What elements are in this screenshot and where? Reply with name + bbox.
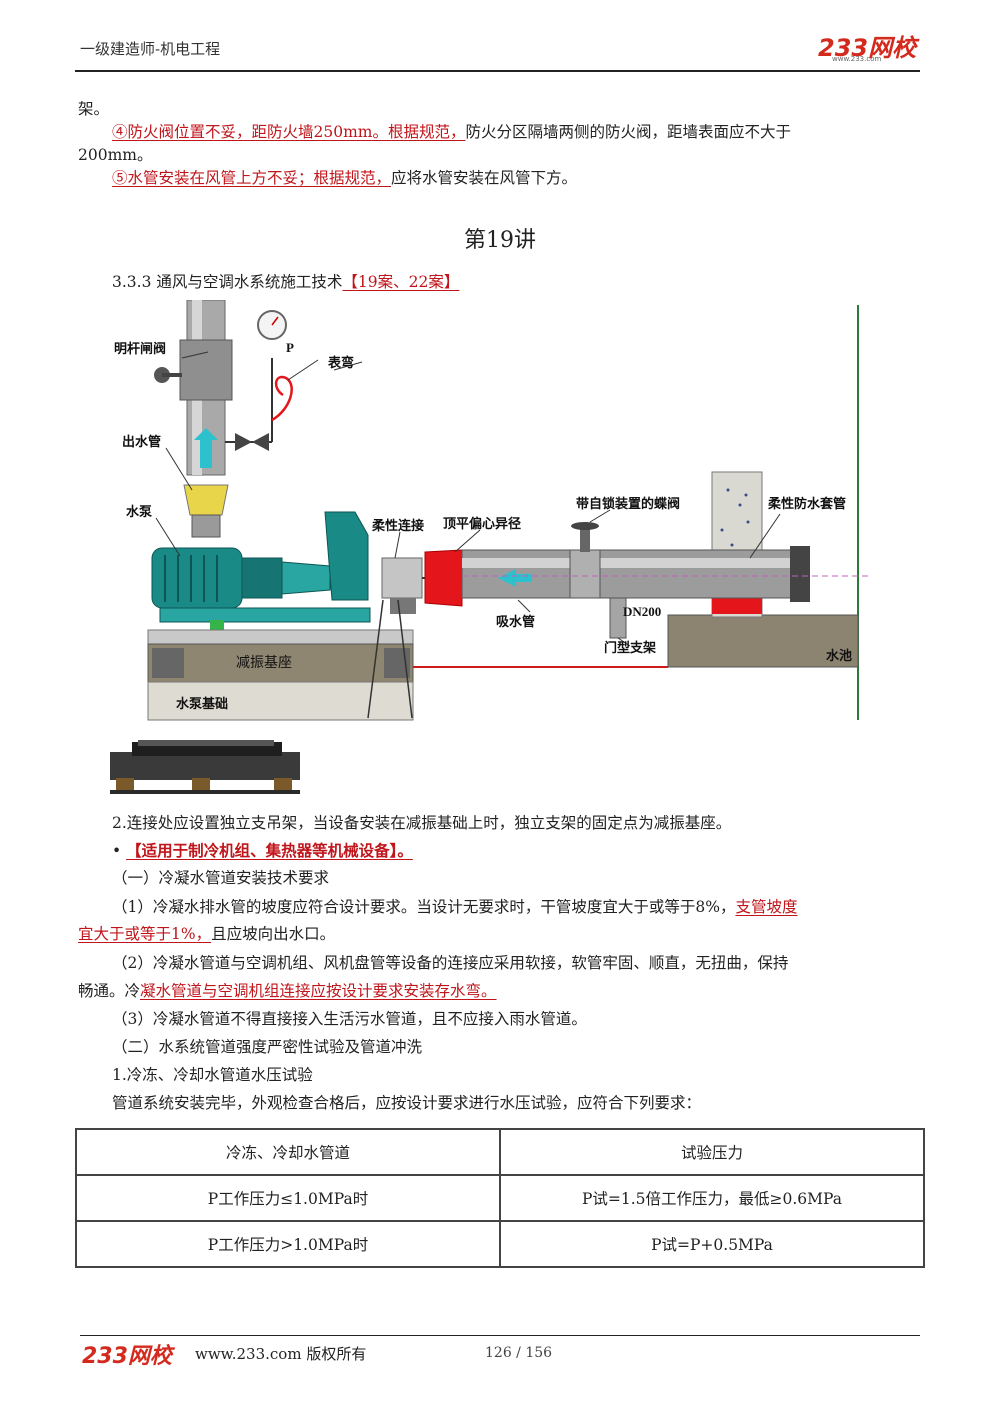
condensate-1-marked-2: 宜大于或等于1%，	[78, 925, 212, 943]
header-rule	[75, 70, 920, 72]
table-header-pressure: 试验压力	[499, 1128, 925, 1176]
page-number: 126 / 156	[485, 1345, 553, 1361]
table-cell: P试=1.5倍工作压力，最低≥0.6MPa	[499, 1174, 925, 1222]
lecture-title: 第19讲	[464, 228, 536, 253]
label-waterproof-sleeve: 柔性防水套管	[767, 496, 846, 511]
label-gate-support: 门型支架	[604, 640, 656, 655]
test-intro: 管道系统安装完毕，外观检查合格后，应按设计要求进行水压试验，应符合下列要求：	[112, 1094, 702, 1112]
footer-logo: 233网校	[82, 1344, 172, 1369]
item4-rest: 防火分区隔墙两侧的防火阀，距墙表面应不大于	[465, 123, 791, 141]
label-flex-connection: 柔性连接	[371, 518, 424, 533]
label-gauge: P	[286, 340, 294, 355]
section-tag: 【19案、22案】	[342, 273, 460, 291]
label-gate-valve: 明杆闸阀	[114, 341, 166, 356]
table-cell: P工作压力≤1.0MPa时	[75, 1174, 501, 1222]
table-row: P工作压力>1.0MPa时 P试=P+0.5MPa	[75, 1220, 925, 1268]
label-butterfly-valve: 带自锁装置的蝶阀	[576, 496, 680, 511]
condensate-2-line1: （2）冷凝水管道与空调机组、风机盘管等设备的连接应采用软接，软管牢固、顺直，无扭…	[112, 954, 789, 972]
section-heading: 3.3.3 通风与空调水系统施工技术【19案、22案】	[112, 270, 459, 294]
table-cell: P工作压力>1.0MPa时	[75, 1220, 501, 1268]
item5-line: ⑤水管安装在风管上方不妥；根据规范，应将水管安装在风管下方。	[112, 166, 577, 190]
label-pump: 水泵	[126, 504, 152, 519]
para-support: 2.连接处应设置独立支吊架，当设备安装在减振基础上时，独立支架的固定点为减振基座…	[112, 814, 732, 832]
item4-marked: ④防火阀位置不妥，距防火墙250mm。根据规范，	[112, 123, 466, 141]
pressure-test-table: 冷冻、冷却水管道 试验压力 P工作压力≤1.0MPa时 P试=1.5倍工作压力，…	[75, 1128, 925, 1268]
condensate-2-line2: 畅通。冷凝水管道与空调机组连接应按设计要求安装存水弯。	[78, 979, 497, 1003]
condensate-1-tail: 且应坡向出水口。	[211, 925, 336, 943]
condensate-1-marked: 支管坡度	[735, 898, 798, 916]
label-pool: 水池	[826, 648, 852, 663]
header-logo-url: www.233.com	[832, 55, 882, 63]
footer-rule	[80, 1335, 920, 1336]
label-suction-pipe: 吸水管	[496, 614, 535, 629]
damping-base-photo	[110, 740, 300, 794]
section-title: 通风与空调水系统施工技术	[156, 273, 343, 291]
condensate-2-text: 畅通。冷	[78, 982, 141, 1000]
header-logo: 233网校	[818, 34, 917, 62]
condensate-1-line2: 宜大于或等于1%，且应坡向出水口。	[78, 922, 335, 946]
table-row: P工作压力≤1.0MPa时 P试=1.5倍工作压力，最低≥0.6MPa	[75, 1174, 925, 1222]
footer-copyright: www.233.com 版权所有	[195, 1345, 367, 1363]
bullet-text: 【适用于制冷机组、集热器等机械设备】。	[126, 841, 413, 860]
condensate-2-marked: 凝水管道与空调机组连接应按设计要求安装存水弯。	[140, 982, 497, 1000]
subsection-condensate: （一）冷凝水管道安装技术要求	[112, 869, 330, 887]
header-title: 一级建造师-机电工程	[80, 40, 221, 58]
table-header-row: 冷冻、冷却水管道 试验压力	[75, 1128, 925, 1176]
table-cell: P试=P+0.5MPa	[499, 1220, 925, 1268]
label-eccentric-reducer: 顶平偏心异径	[443, 516, 521, 531]
item5-rest: 应将水管安装在风管下方。	[391, 169, 578, 187]
item5-marked: ⑤水管安装在风管上方不妥；根据规范，	[112, 169, 392, 187]
bullet-line: • 【适用于制冷机组、集热器等机械设备】。	[112, 839, 413, 863]
condensate-3: （3）冷凝水管道不得直接接入生活污水管道，且不应接入雨水管道。	[112, 1010, 587, 1028]
item4-line2: 200mm。	[78, 146, 153, 164]
table-header-pipe: 冷冻、冷却水管道	[75, 1128, 501, 1176]
intro-tail: 架。	[78, 100, 110, 118]
label-pump-foundation: 水泵基础	[176, 696, 228, 711]
condensate-1-line1: （1）冷凝水排水管的坡度应符合设计要求。当设计无要求时，干管坡度宜大于或等于8%…	[112, 895, 797, 919]
subsection-pressure-test: （二）水系统管道强度严密性试验及管道冲洗	[112, 1038, 423, 1056]
section-number: 3.3.3	[112, 273, 152, 291]
item4-line1: ④防火阀位置不妥，距防火墙250mm。根据规范，防火分区隔墙两侧的防火阀，距墙表…	[112, 120, 791, 144]
label-dn200: DN200	[623, 604, 661, 619]
label-damping-base: 减振基座	[236, 654, 292, 670]
bullet-mark: •	[112, 842, 122, 860]
label-outlet-pipe: 出水管	[122, 434, 161, 449]
pump-installation-diagram: 明杆闸阀 P 表弯 出水管 水泵 柔性连接 顶平偏心异径 带自锁装置的蝶阀 柔性…	[114, 300, 870, 721]
label-gauge-bend: 表弯	[327, 355, 354, 370]
condensate-1-text: （1）冷凝水排水管的坡度应符合设计要求。当设计无要求时，干管坡度宜大于或等于8%…	[112, 898, 736, 916]
test-heading: 1.冷冻、冷却水管道水压试验	[112, 1066, 313, 1084]
